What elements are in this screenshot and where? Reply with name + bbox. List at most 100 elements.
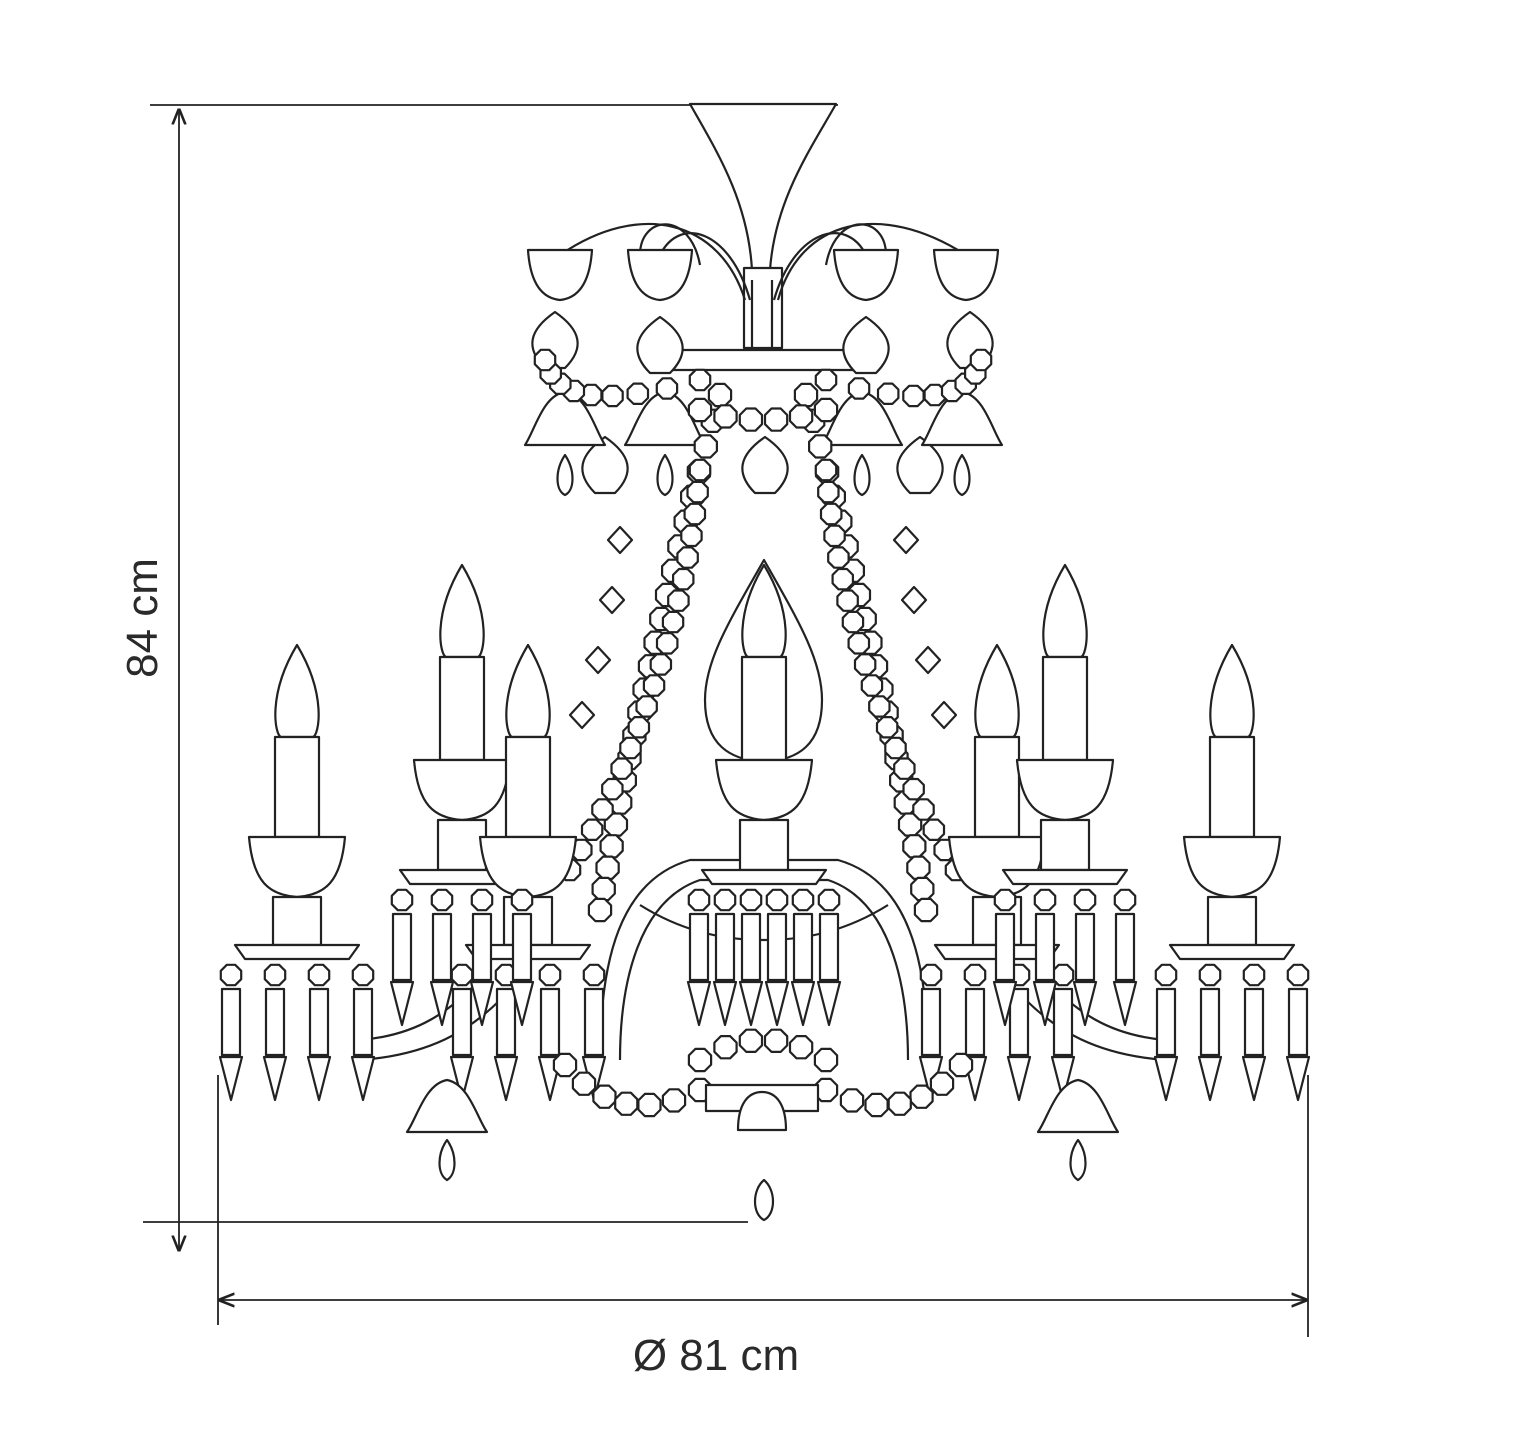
bead	[738, 407, 764, 432]
diamond-drop	[598, 585, 626, 615]
bead	[1073, 888, 1097, 912]
bead	[1154, 963, 1178, 987]
prism	[352, 987, 374, 1057]
bead	[601, 384, 624, 408]
bead	[922, 818, 946, 841]
diamond-drop	[900, 585, 928, 615]
bead	[813, 1047, 839, 1073]
bead	[470, 888, 494, 912]
drop	[656, 453, 674, 497]
prism-tip	[449, 1055, 475, 1102]
bead	[626, 382, 650, 405]
bead	[601, 777, 624, 801]
leaf-ornaments	[531, 310, 994, 495]
candle	[740, 655, 788, 762]
prism	[1034, 912, 1056, 982]
bead	[817, 480, 840, 504]
bead	[1113, 888, 1137, 912]
candle	[438, 655, 486, 762]
candle-holder	[933, 643, 1061, 961]
candle-cup	[947, 835, 1047, 899]
bead	[510, 888, 534, 912]
lower-bell	[1036, 1078, 1120, 1134]
prism-tip	[816, 980, 842, 1027]
candle-cup	[247, 835, 347, 899]
bead	[635, 695, 658, 718]
bead	[713, 1035, 738, 1060]
bead	[876, 382, 900, 405]
bead	[788, 1035, 814, 1060]
prism-tip	[1112, 980, 1138, 1027]
bobeche	[1168, 943, 1296, 961]
candle-bulb	[974, 643, 1020, 739]
lower-drop	[438, 1138, 456, 1182]
bead	[847, 377, 871, 400]
prism	[431, 912, 453, 982]
bead	[688, 368, 712, 392]
prism	[766, 912, 788, 982]
bead	[738, 1028, 764, 1053]
prism-tip	[493, 1055, 519, 1102]
prism	[714, 912, 736, 982]
bead	[450, 963, 474, 987]
bead	[1033, 888, 1057, 912]
bead	[599, 834, 624, 859]
candle-bulb	[1209, 643, 1255, 739]
prism-tip	[350, 1055, 376, 1102]
candle-stem	[436, 818, 488, 872]
bead	[912, 798, 935, 821]
bead	[627, 716, 651, 739]
leaf-ornament	[896, 435, 944, 495]
bead	[906, 855, 931, 880]
candle-stem	[738, 818, 790, 872]
prism-tip	[712, 980, 738, 1027]
bead	[1242, 963, 1266, 987]
bead	[430, 888, 454, 912]
candle-stem	[271, 895, 323, 947]
prism	[1199, 987, 1221, 1057]
candle-cup	[714, 758, 814, 822]
bead	[887, 1091, 912, 1116]
bead	[817, 888, 841, 912]
bead	[823, 524, 846, 548]
upper-cup	[932, 248, 1000, 302]
bead	[686, 480, 709, 504]
prism-tip	[389, 980, 415, 1027]
prism	[308, 987, 330, 1057]
candle	[273, 735, 321, 839]
prism-tip	[469, 980, 495, 1027]
prism-tip	[686, 980, 712, 1027]
bead	[893, 757, 916, 780]
bead	[667, 589, 690, 612]
bead	[875, 716, 899, 739]
bead	[739, 888, 763, 912]
bead	[351, 963, 375, 987]
candle	[1041, 655, 1089, 762]
prism	[583, 987, 605, 1057]
bead	[993, 888, 1017, 912]
leaf-ornament	[741, 435, 789, 495]
height-label: 84 cm	[118, 558, 167, 678]
diameter-label: Ø 81 cm	[633, 1331, 799, 1380]
prism-tip	[1006, 1055, 1032, 1102]
center-collar	[660, 348, 864, 372]
bead	[552, 1052, 578, 1078]
candle-holder	[1168, 643, 1296, 961]
ceiling-canopy	[688, 102, 838, 272]
bead	[614, 1091, 639, 1116]
prism-tip	[764, 980, 790, 1027]
bead	[713, 888, 737, 912]
diamond-drop	[892, 525, 920, 555]
candle	[504, 735, 552, 839]
prism	[740, 912, 762, 982]
bead	[919, 963, 943, 987]
bead	[831, 567, 854, 591]
prism	[451, 987, 473, 1057]
prism-tip	[738, 980, 764, 1027]
bead	[827, 546, 850, 569]
bead	[902, 384, 925, 408]
prism	[264, 987, 286, 1057]
prism	[1155, 987, 1177, 1057]
prism	[471, 912, 493, 982]
candle-holder	[233, 643, 361, 961]
